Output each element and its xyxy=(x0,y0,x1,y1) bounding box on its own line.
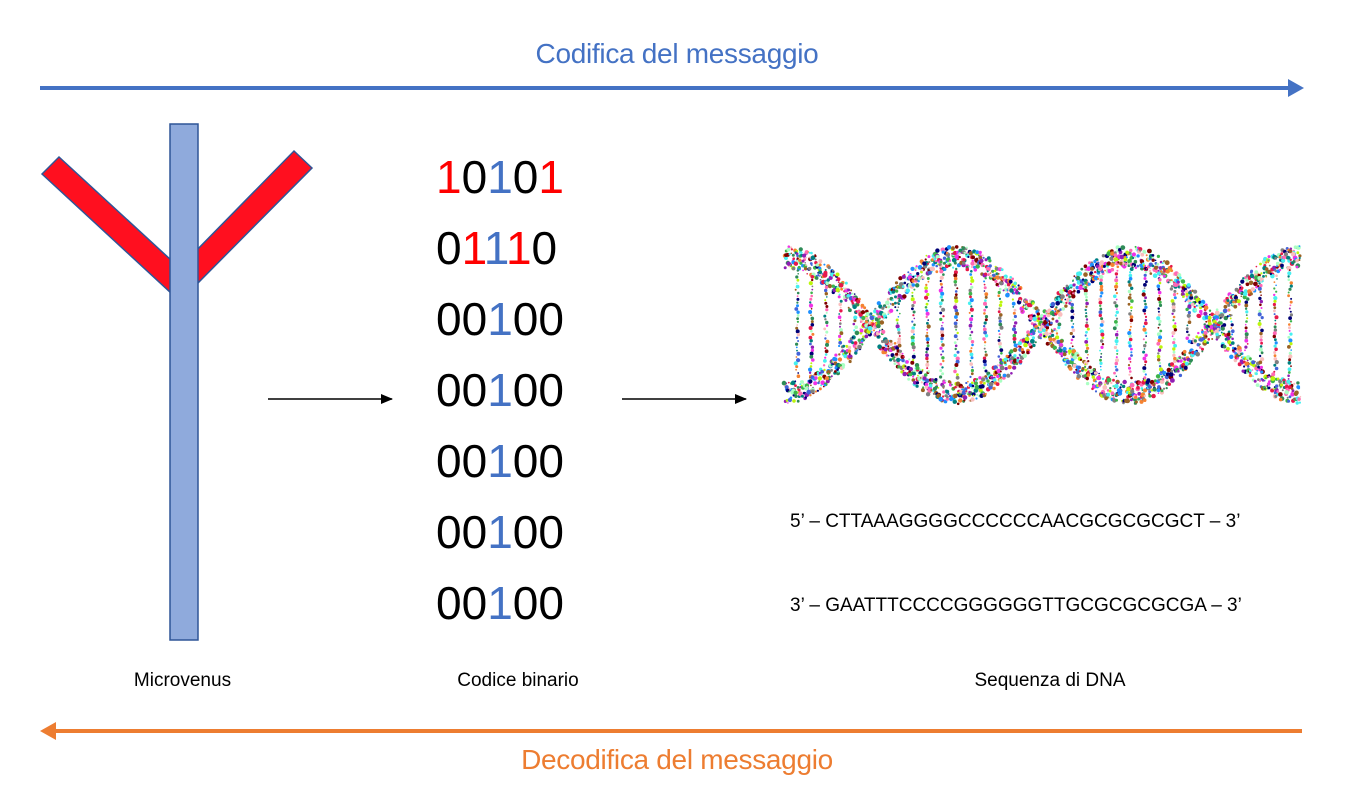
binary-row: 00100 xyxy=(436,497,606,568)
binary-code-block: 10101 01110 00100 00100 00100 00100 0010… xyxy=(436,142,606,639)
decode-arrow xyxy=(40,722,1302,740)
binary-digit: 0 xyxy=(461,435,488,487)
binary-digit: 1 xyxy=(538,151,564,203)
binary-digit: 0 xyxy=(538,506,564,558)
caption-binary: Codice binario xyxy=(457,670,579,691)
dna-sequence: 5’ – CTTAAAGGGGCCCCCCAACGCGCGCGCT – 3’ 3… xyxy=(790,452,1242,648)
encode-arrow xyxy=(40,79,1304,97)
binary-digit: 1 xyxy=(436,151,462,203)
dna-helix-icon xyxy=(781,245,1302,406)
binary-row: 00100 xyxy=(436,568,606,639)
binary-digit: 1 xyxy=(487,364,513,416)
binary-digit: 0 xyxy=(436,222,462,274)
encode-title: Codifica del messaggio xyxy=(535,38,819,69)
binary-digit: 0 xyxy=(538,435,564,487)
binary-digit: 0 xyxy=(512,364,539,416)
binary-digit: 1 xyxy=(487,151,513,203)
binary-digit: 0 xyxy=(461,506,488,558)
decode-title: Decodifica del messaggio xyxy=(521,744,833,775)
caption-dna: Sequenza di DNA xyxy=(974,670,1126,691)
binary-digit: 0 xyxy=(512,577,539,629)
binary-digit: 0 xyxy=(461,364,488,416)
binary-digit: 0 xyxy=(461,577,488,629)
binary-digit: 1 xyxy=(487,293,513,345)
binary-digit: 0 xyxy=(538,364,564,416)
binary-digit: 0 xyxy=(538,293,564,345)
dna-strand-2: 3’ – GAATTTCCCCGGGGGGTTGCGCGCGCGA – 3’ xyxy=(790,595,1242,616)
binary-digit: 0 xyxy=(436,364,462,416)
binary-digit: 0 xyxy=(512,506,539,558)
binary-digit: 0 xyxy=(512,293,539,345)
binary-digit: 0 xyxy=(461,151,488,203)
binary-digit: 0 xyxy=(538,577,564,629)
caption-microvenus: Microvenus xyxy=(133,670,232,691)
binary-digit: 1 xyxy=(487,577,513,629)
binary-digit: 0 xyxy=(512,151,539,203)
binary-digit: 0 xyxy=(436,435,462,487)
binary-row: 01110 xyxy=(436,213,606,284)
binary-digit: 0 xyxy=(531,222,558,274)
binary-digit: 0 xyxy=(436,577,462,629)
binary-digit: 0 xyxy=(436,506,462,558)
binary-row: 00100 xyxy=(436,355,606,426)
binary-digit: 0 xyxy=(461,293,488,345)
dna-strand-1: 5’ – CTTAAAGGGGCCCCCCAACGCGCGCGCT – 3’ xyxy=(790,511,1241,532)
binary-digit: 0 xyxy=(436,293,462,345)
microvenus-symbol-icon xyxy=(40,123,314,641)
binary-digit: 1 xyxy=(487,435,513,487)
binary-digit: 1 xyxy=(483,222,506,274)
binary-digit: 1 xyxy=(487,506,513,558)
binary-row: 00100 xyxy=(436,426,606,497)
binary-row: 00100 xyxy=(436,284,606,355)
binary-row: 10101 xyxy=(436,142,606,213)
binary-digit: 0 xyxy=(512,435,539,487)
binary-digit: 1 xyxy=(505,222,532,274)
binary-digit: 1 xyxy=(461,222,484,274)
